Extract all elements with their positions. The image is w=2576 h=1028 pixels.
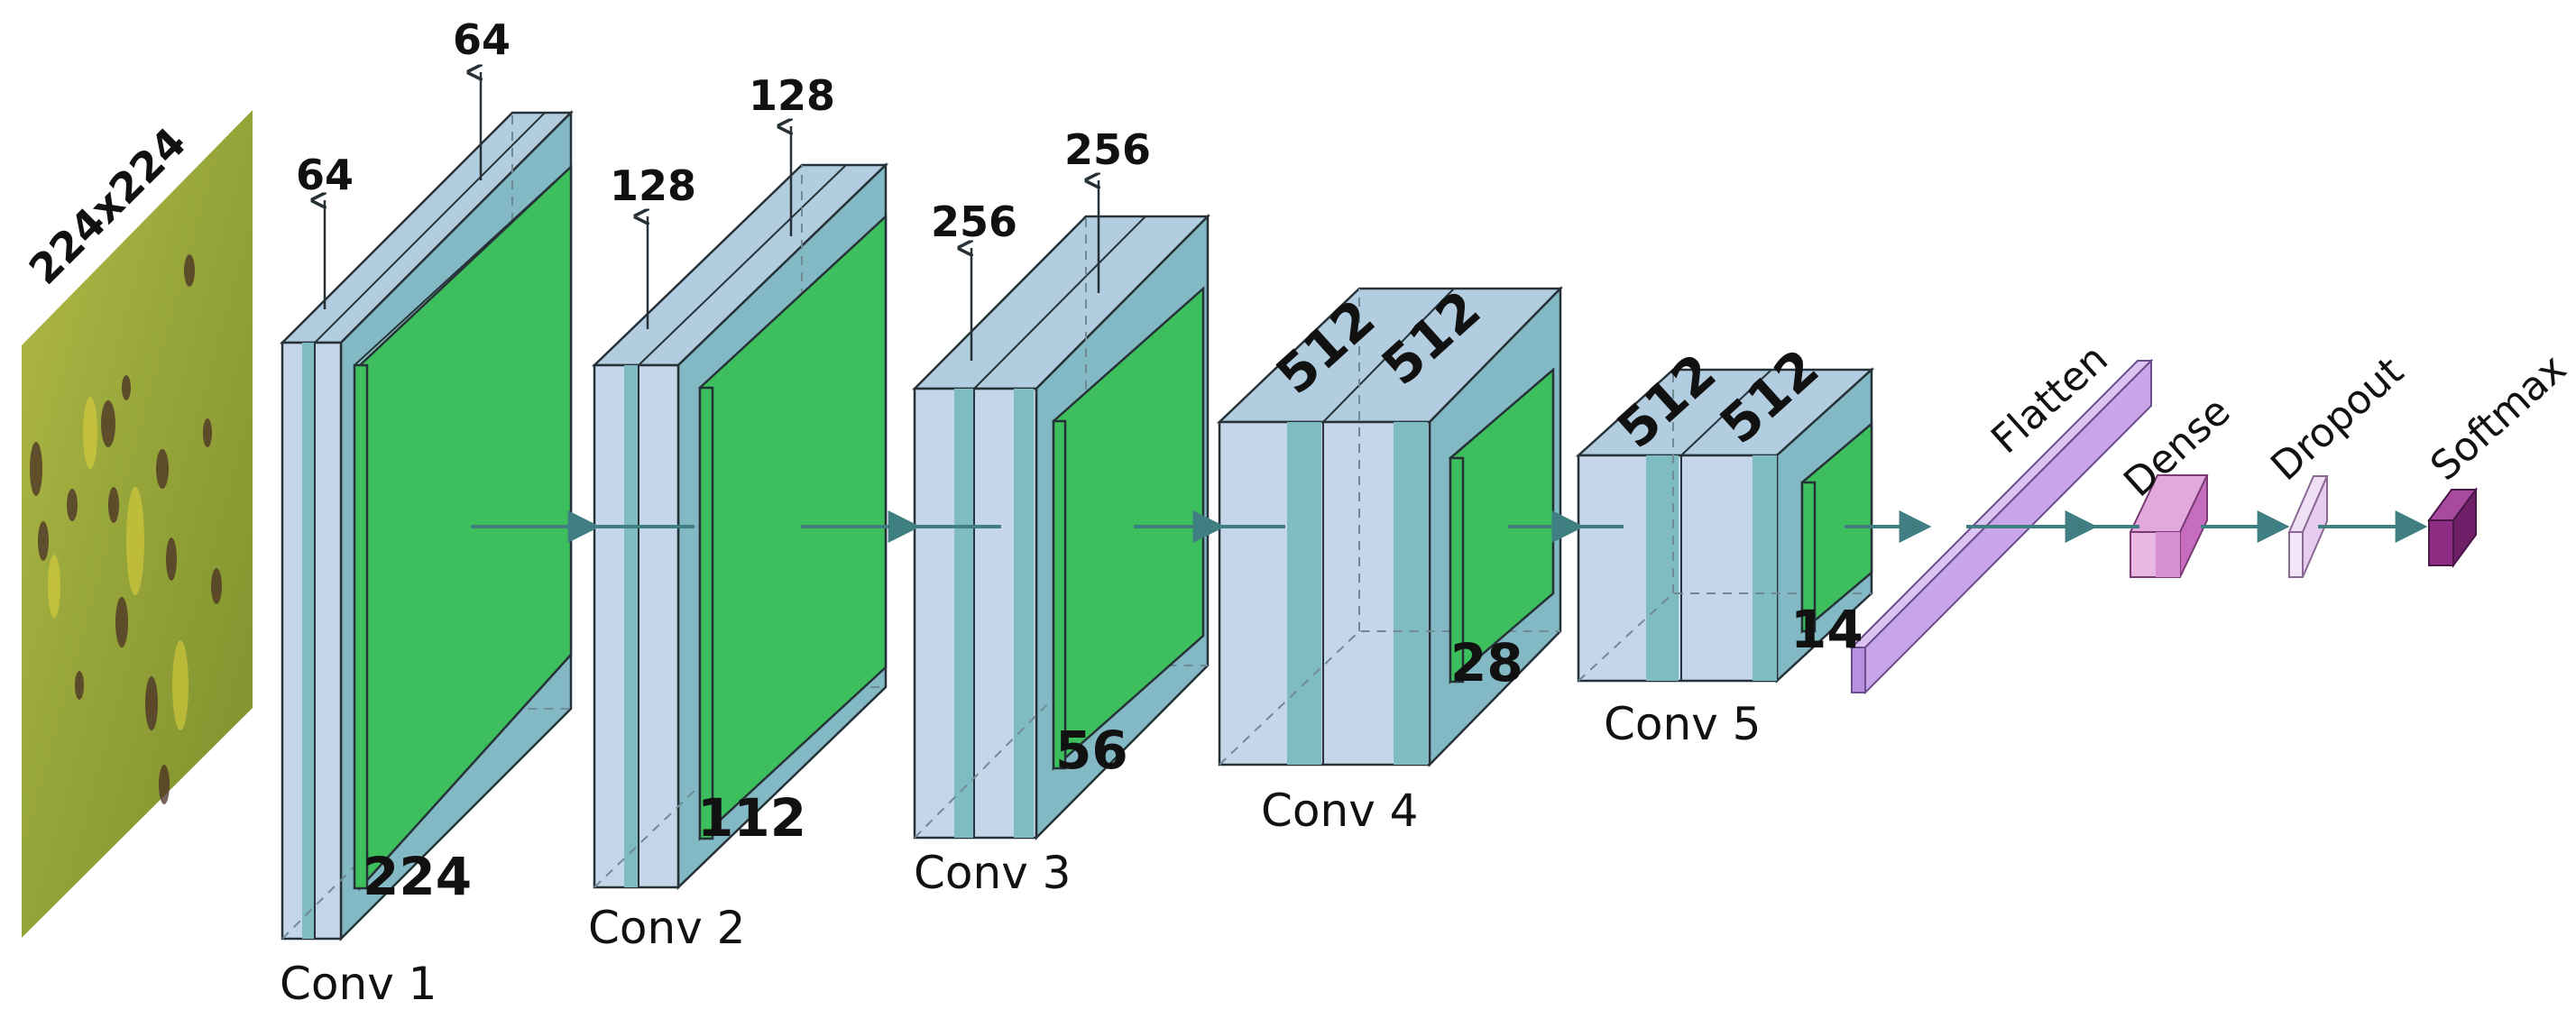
- conv2-block: [591, 162, 889, 890]
- conv3-caption: Conv 3: [914, 847, 1072, 899]
- conv3-block: [911, 213, 1211, 841]
- conv3-depth-label-a: 256: [931, 197, 1017, 246]
- dropout-layer: [2287, 475, 2329, 578]
- softmax-caption: Softmax: [2422, 345, 2575, 490]
- conv5-caption: Conv 5: [1604, 698, 1762, 750]
- conv1-spatial-label: 224: [363, 846, 472, 907]
- conv2-depth-label-b: 128: [749, 71, 835, 120]
- leaf-yellow-lesions: [48, 397, 189, 730]
- conv2-depth-label-a: 128: [610, 161, 696, 210]
- conv1-caption: Conv 1: [280, 958, 437, 1010]
- conv3-depth-label-b: 256: [1064, 125, 1151, 174]
- conv3-spatial-label: 56: [1055, 720, 1128, 781]
- dropout-caption: Dropout: [2262, 348, 2412, 490]
- conv4-block: [1216, 285, 1563, 768]
- conv4-caption: Conv 4: [1261, 785, 1419, 837]
- conv5-block: [1575, 367, 1875, 684]
- conv1-block: [279, 109, 575, 942]
- conv2-spatial-label: 112: [697, 787, 806, 849]
- leaf-disease-spots: [30, 254, 222, 804]
- conv1-depth-label-b: 64: [453, 15, 511, 64]
- conv5-spatial-label: 14: [1790, 599, 1863, 660]
- depth-pointers: [325, 72, 1099, 361]
- dense-layer: [2129, 474, 2209, 578]
- conv4-spatial-label: 28: [1450, 632, 1523, 693]
- softmax-layer: [2427, 486, 2478, 569]
- conv2-caption: Conv 2: [588, 902, 746, 954]
- conv1-depth-label-a: 64: [296, 151, 354, 199]
- input-image: [22, 110, 253, 938]
